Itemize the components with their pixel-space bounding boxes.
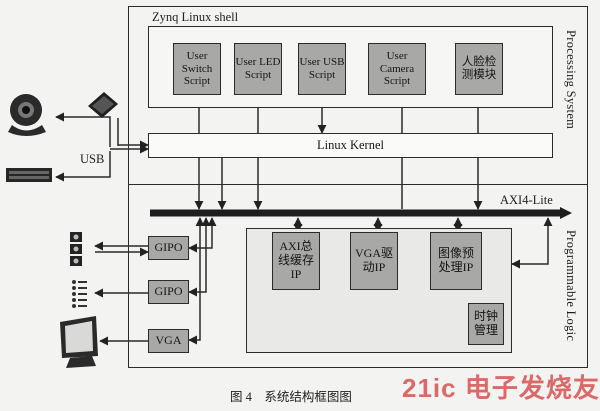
axi-bus-label: AXI4-Lite [500, 193, 553, 207]
user-switch-script-block: User Switch Script [173, 43, 221, 95]
switches-icon [70, 232, 82, 266]
linux-shell-title: Zynq Linux shell [152, 10, 239, 24]
clock-management-block: 时钟管理 [468, 303, 504, 345]
image-preprocess-ip-block: 图像预处理IP [430, 232, 482, 290]
face-detection-block: 人脸检测模块 [455, 43, 503, 95]
vga-driver-ip-block: VGA驱动IP [350, 232, 398, 290]
webcam-link [55, 112, 111, 147]
usb-drive-icon [88, 92, 118, 118]
keyboard-icon [6, 168, 52, 182]
bus-pl-right-link [511, 217, 553, 269]
keyboard-link [55, 151, 111, 182]
gipo-block-1: GIPO [148, 236, 189, 260]
linux-kernel-block: Linux Kernel [148, 133, 553, 158]
user-usb-script-block: User USB Script [298, 43, 346, 95]
user-led-script-block: User LED Script [234, 43, 282, 95]
gipo-block-2: GIPO [148, 280, 189, 304]
axi-cache-ip-block: AXI总线缓存IP [272, 232, 320, 290]
user-camera-script-block: User Camera Script [368, 43, 426, 95]
programmable-logic-label: Programmable Logic [564, 230, 578, 342]
site-watermark: 21ic 电子发烧友 [402, 373, 600, 403]
bus-vga-link [188, 217, 205, 345]
ps-pl-divider [128, 184, 588, 185]
processing-system-label: Processing System [564, 30, 578, 130]
leds-icon [72, 280, 87, 308]
monitor-icon [60, 316, 98, 368]
vga-block: VGA [148, 329, 189, 353]
webcam-icon [8, 94, 46, 136]
figure-caption: 图 4 系统结构框图图 [230, 390, 352, 404]
system-frame [128, 6, 588, 368]
axi-bus-arrowhead [560, 207, 572, 219]
usb-label: USB [80, 152, 105, 166]
